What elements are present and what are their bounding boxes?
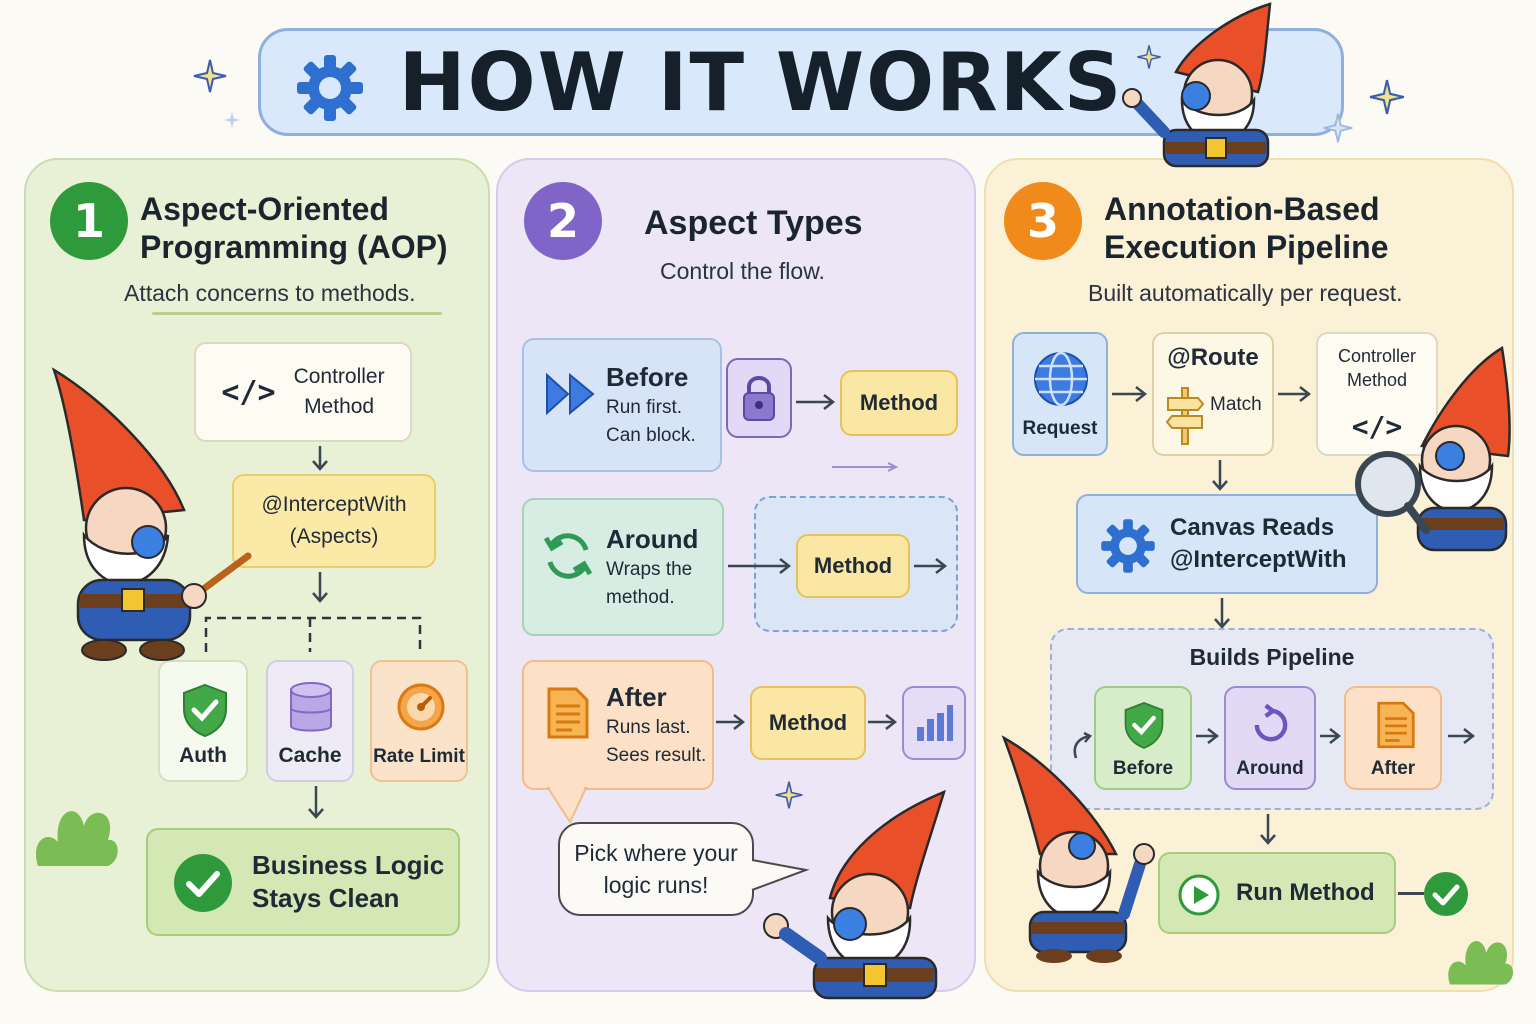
fast-forward-icon <box>546 372 595 416</box>
intercept-with-box: @InterceptWith (Aspects) <box>232 474 436 568</box>
method-box: Method <box>840 370 958 436</box>
document-icon <box>547 687 589 739</box>
code-icon: </> <box>221 374 276 410</box>
arrow-right <box>1448 728 1476 744</box>
arrow-right <box>728 558 792 574</box>
underline <box>152 312 442 315</box>
aspect-cache: Cache <box>266 660 354 782</box>
database-icon <box>290 682 332 732</box>
result-chart-box <box>902 686 966 760</box>
around-card: Around Wraps the method. <box>522 498 724 636</box>
arrow-down <box>1214 598 1230 629</box>
panel-pipeline: 3 Annotation-Based Execution Pipeline Bu… <box>984 158 1514 992</box>
step-number: 1 <box>50 182 128 260</box>
before-card: Before Run first. Can block. <box>522 338 722 472</box>
motion-line <box>832 462 899 472</box>
rotate-icon <box>1254 703 1288 742</box>
branch-connector <box>204 616 422 652</box>
panel-title: Annotation-Based Execution Pipeline <box>1104 191 1389 265</box>
arrow-right <box>914 558 948 574</box>
title-banner: HOW IT WORKS <box>258 28 1344 136</box>
stage-around: Around <box>1224 686 1316 790</box>
arrow-right <box>1278 386 1312 402</box>
sparkle-icon <box>1137 45 1161 69</box>
connector-line <box>1398 892 1424 895</box>
arrow-right <box>1320 728 1342 744</box>
lock-box <box>726 358 792 438</box>
gnome-pointer-illustration <box>51 367 252 661</box>
check-circle-icon <box>174 854 232 912</box>
method-box: Method <box>750 686 866 760</box>
gear-icon <box>1101 519 1155 573</box>
document-icon <box>1377 701 1415 749</box>
arrow-down <box>312 446 328 471</box>
panel-subtitle: Attach concerns to methods. <box>124 280 416 306</box>
run-method-button: Run Method <box>1158 852 1396 934</box>
curved-arrow <box>1073 731 1092 759</box>
sparkle-icon <box>1369 79 1405 115</box>
step-number: 3 <box>1004 182 1082 260</box>
arrow-down <box>1260 814 1276 845</box>
controller-method-box: </> Controller Method <box>194 342 412 442</box>
gnome-magnifier-illustration <box>1355 345 1511 552</box>
shield-check-icon <box>183 683 227 738</box>
stage-after: After <box>1344 686 1442 790</box>
panel-subtitle: Built automatically per request. <box>1088 280 1403 306</box>
method-box: Method <box>796 534 910 598</box>
step-number: 2 <box>524 182 602 260</box>
gnome-thumbs-illustration <box>763 789 946 1000</box>
pipeline-title: Builds Pipeline <box>1189 644 1355 670</box>
gear-icon <box>297 55 363 121</box>
refresh-icon <box>543 533 593 579</box>
code-icon: </> <box>1351 410 1403 443</box>
check-circle-icon <box>1424 872 1468 916</box>
canvas-reads-box: Canvas Reads @InterceptWith <box>1076 494 1378 594</box>
arrow-right <box>868 714 898 730</box>
request-box: Request <box>1012 332 1108 456</box>
gnome-pointing-illustration <box>1001 735 1155 963</box>
globe-icon <box>1034 351 1088 407</box>
controller-method-box: Controller Method </> <box>1316 332 1438 456</box>
route-match-box: @Route Match <box>1152 332 1274 456</box>
bush-decoration <box>36 811 118 866</box>
speech-bubble-tail <box>751 859 810 891</box>
sparkle-icon <box>223 111 241 129</box>
lock-icon <box>743 376 775 421</box>
sparkle-icon <box>193 59 227 93</box>
arrow-down <box>308 786 324 819</box>
panel-title: Aspect Types <box>644 204 863 242</box>
speech-bubble: Pick where your logic runs! <box>558 822 754 916</box>
play-icon <box>1178 874 1220 916</box>
signpost-icon <box>1165 387 1205 445</box>
aspect-rate-limit: Rate Limit <box>370 660 468 782</box>
bush-decoration <box>1448 941 1514 985</box>
gauge-icon <box>397 683 445 731</box>
panel-aop: 1 Aspect-Oriented Programming (AOP) Atta… <box>24 158 490 992</box>
business-logic-box: Business Logic Stays Clean <box>146 828 460 936</box>
panel-aspect-types: 2 Aspect Types Control the flow. Before … <box>496 158 976 1000</box>
arrow-right <box>1196 728 1220 744</box>
arrow-right <box>1112 386 1148 402</box>
page-title: HOW IT WORKS <box>398 35 1124 129</box>
arrow-right <box>796 394 836 410</box>
arrow-down <box>312 572 328 603</box>
stage-before: Before <box>1094 686 1192 790</box>
shield-check-icon <box>1124 702 1164 749</box>
bar-chart-icon <box>917 705 953 741</box>
sparkle-icon <box>775 781 803 809</box>
after-card: After Runs last. Sees result. <box>522 660 714 790</box>
sparkle-icon <box>1323 113 1353 143</box>
gnome-banner-illustration <box>1122 2 1272 168</box>
arrow-right <box>716 714 746 730</box>
panel-subtitle: Control the flow. <box>660 258 825 284</box>
speech-tail <box>546 786 588 825</box>
arrow-down <box>1212 460 1228 491</box>
panel-title: Aspect-Oriented Programming (AOP) <box>140 191 448 265</box>
aspect-auth: Auth <box>158 660 248 782</box>
